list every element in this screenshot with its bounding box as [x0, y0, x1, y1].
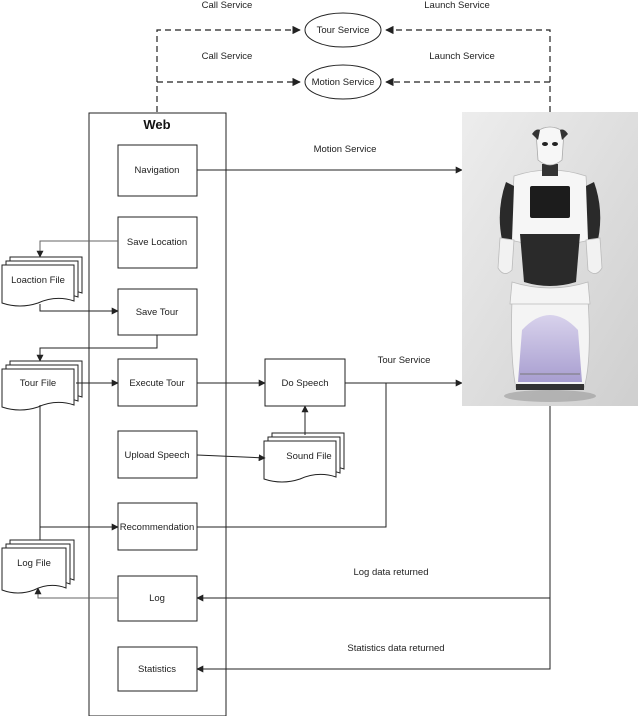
module-save-tour: Save Tour: [117, 288, 198, 336]
tour-service-edge-label: Tour Service: [378, 355, 431, 366]
statistics-data-returned-label: Statistics data returned: [347, 643, 444, 654]
motion-service-edge-label: Motion Service: [314, 144, 377, 155]
statistics-label: Statistics: [138, 664, 176, 675]
web-container: Web: [88, 112, 227, 716]
call-service-mid-label: Call Service: [202, 51, 253, 62]
location-file-label: Loaction File: [11, 275, 65, 286]
navigation-label: Navigation: [135, 165, 180, 176]
save-tour-label: Save Tour: [136, 307, 179, 318]
module-log: Log: [117, 575, 198, 622]
tour-file-label: Tour File: [20, 378, 56, 389]
execute-tour-label: Execute Tour: [129, 378, 184, 389]
log-data-returned-label: Log data returned: [353, 567, 428, 578]
module-navigation: Navigation: [117, 144, 198, 197]
service-links: [156, 25, 551, 112]
sound-file-doc: Sound File: [263, 432, 345, 483]
module-save-location: Save Location: [117, 216, 198, 269]
upload-speech-label: Upload Speech: [125, 450, 190, 461]
module-upload-speech: Upload Speech: [117, 430, 198, 479]
log-label: Log: [149, 593, 165, 604]
web-title: Web: [143, 117, 170, 132]
log-file-doc: Log File: [1, 539, 75, 594]
module-recommendation: Recommendation: [117, 502, 198, 551]
log-file-label: Log File: [17, 558, 51, 569]
save-location-label: Save Location: [127, 237, 187, 248]
module-do-speech: Do Speech: [264, 358, 346, 407]
recommendation-label: Recommendation: [120, 522, 194, 533]
module-statistics: Statistics: [117, 646, 198, 692]
connectors: [34, 166, 551, 673]
motion-service-node: Motion Service: [304, 64, 382, 100]
tour-file-doc: Tour File: [1, 360, 83, 411]
launch-service-top-label: Launch Service: [424, 0, 489, 11]
call-service-top-label: Call Service: [202, 0, 253, 11]
tour-service-label: Tour Service: [317, 25, 370, 36]
do-speech-label: Do Speech: [281, 378, 328, 389]
location-file-doc: Loaction File: [1, 256, 83, 307]
robot-image: [462, 112, 638, 406]
tour-service-node: Tour Service: [304, 12, 382, 48]
module-execute-tour: Execute Tour: [117, 358, 198, 407]
sound-file-label: Sound File: [286, 451, 331, 462]
motion-service-label: Motion Service: [312, 77, 375, 88]
launch-service-mid-label: Launch Service: [429, 51, 494, 62]
